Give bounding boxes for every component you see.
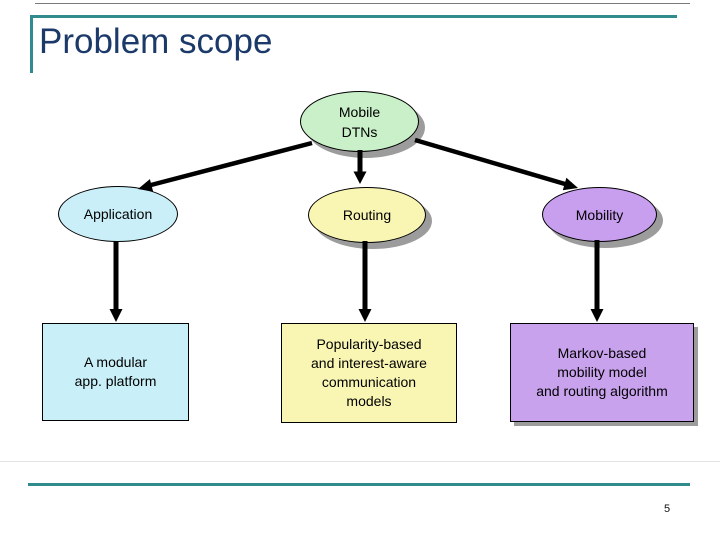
box-text-line: and interest-aware	[311, 355, 427, 371]
arrow-routing-to-box	[358, 241, 372, 322]
box-communication-models: Popularity-based and interest-aware comm…	[281, 323, 457, 423]
node-routing: Routing	[308, 187, 426, 243]
arrow-root-to-mobility	[414, 137, 578, 191]
node-mobile-dtns: Mobile DTNs	[300, 91, 419, 152]
slide-title: Problem scope	[39, 22, 273, 61]
box-text-line: app. platform	[74, 373, 157, 389]
box-text-line: A modular	[83, 354, 148, 370]
box-text-line: and routing algorithm	[536, 383, 668, 399]
box-text-line: Popularity-based	[316, 336, 422, 352]
node-label-line: DTNs	[341, 123, 378, 140]
page-number: 5	[664, 503, 671, 515]
arrow-application-to-box	[109, 241, 123, 322]
box-text-line: models	[346, 393, 392, 409]
footer-hairline	[0, 461, 720, 462]
arrow-root-to-application	[138, 140, 313, 192]
arrow-mobility-to-box	[590, 240, 604, 322]
title-accent-line-vertical	[30, 15, 33, 73]
node-label-line: Mobility	[575, 206, 624, 223]
box-mobility-model: Markov-based mobility model and routing …	[510, 323, 694, 422]
arrow-root-to-routing	[353, 150, 367, 184]
node-mobility: Mobility	[542, 187, 657, 242]
node-application: Application	[58, 186, 178, 242]
box-text-line: communication	[321, 374, 417, 390]
title-accent-line-horizontal	[30, 15, 677, 18]
box-text-line: Markov-based	[557, 345, 647, 361]
box-application-platform: A modular app. platform	[42, 323, 189, 421]
box-text-line: mobility model	[557, 364, 647, 380]
node-label-line: Application	[83, 206, 153, 222]
top-hairline	[35, 3, 690, 4]
node-label-line: Mobile	[338, 103, 381, 120]
node-label-line: Routing	[342, 207, 392, 223]
footer-accent-line	[28, 483, 690, 486]
